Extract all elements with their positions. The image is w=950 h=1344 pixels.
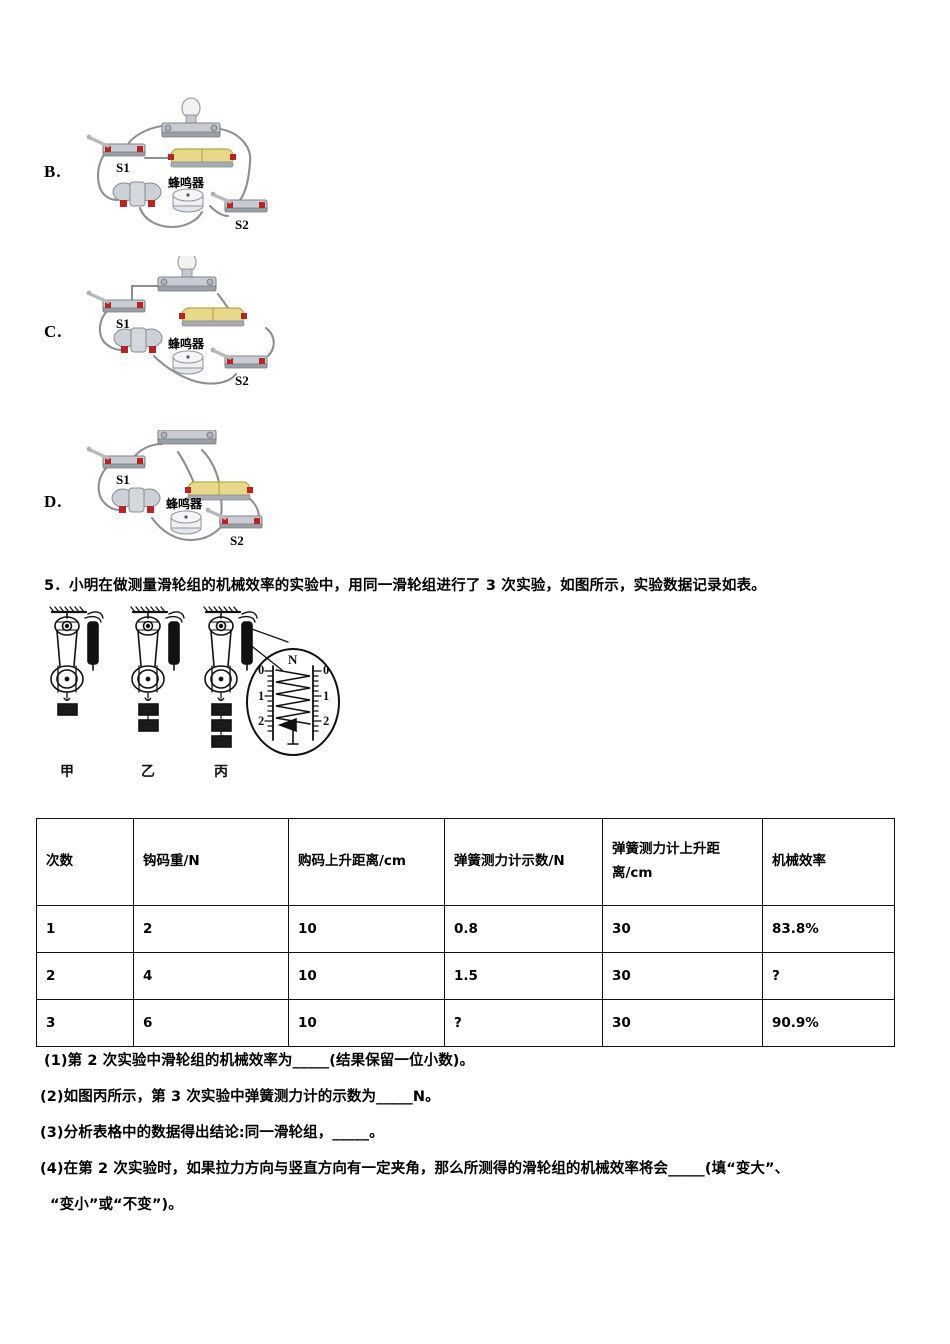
electric-bell-icon xyxy=(113,327,163,353)
sub-question-3: (3)分析表格中的数据得出结论:同一滑轮组，_____。 xyxy=(40,1125,384,1141)
buzzer-icon xyxy=(170,510,202,535)
pulley-setup-bing xyxy=(203,606,258,748)
experiment-data-table: 次数 钩码重/N 购码上升距离/cm 弹簧测力计示数/N 弹簧测力计上升距离/c… xyxy=(36,818,895,1047)
battery-icon xyxy=(179,307,247,327)
switch-s2-icon xyxy=(210,191,268,213)
electric-bell-icon xyxy=(111,487,161,513)
buzzer-icon xyxy=(172,188,204,213)
table-header-cell: 购码上升距离/cm xyxy=(288,818,445,906)
table-cell: 2 xyxy=(133,905,289,953)
gauge-tick-left-1: 1 xyxy=(258,689,264,703)
choice-label-d: D. xyxy=(44,492,63,511)
gauge-tick-right-0: 0 xyxy=(323,663,329,677)
table-cell: 2 xyxy=(36,952,134,1000)
table-header-cell: 机械效率 xyxy=(762,818,895,906)
sub-question-2: (2)如图丙所示，第 3 次实验中弹簧测力计的示数为_____N。 xyxy=(40,1089,440,1105)
pulley-experiment-figure: N 0 1 2 0 1 2 甲 乙 丙 xyxy=(40,604,350,794)
switch-s1-label: S1 xyxy=(116,316,130,331)
table-cell: 1 xyxy=(36,905,134,953)
table-cell: 10 xyxy=(288,905,445,953)
spring-scale-magnifier xyxy=(246,648,340,756)
table-header-cell: 次数 xyxy=(36,818,134,906)
table-cell: ? xyxy=(762,952,895,1000)
table-cell: 30 xyxy=(602,999,763,1047)
switch-s1-icon xyxy=(86,134,146,157)
pulley-setup-yi xyxy=(130,606,185,732)
question-5-stem: 5．小明在做测量滑轮组的机械效率的实验中，用同一滑轮组进行了 3 次实验，如图所… xyxy=(44,575,924,598)
table-cell: 30 xyxy=(602,952,763,1000)
switch-s2-label: S2 xyxy=(235,373,249,388)
lamp-icon xyxy=(161,97,221,138)
question-text: 小明在做测量滑轮组的机械效率的实验中，用同一滑轮组进行了 3 次实验，如图所示，… xyxy=(69,578,766,594)
circuit-diagram-d: S1 蜂鸣器 xyxy=(70,430,285,570)
circuit-svg-c: S1 蜂鸣器 xyxy=(86,256,275,388)
gauge-tick-right-1: 1 xyxy=(323,689,329,703)
pulley-figure-svg: N 0 1 2 0 1 2 甲 乙 丙 xyxy=(49,606,340,780)
electric-bell-icon xyxy=(112,181,162,207)
lamp-icon xyxy=(157,256,217,292)
switch-s1-icon xyxy=(86,290,146,313)
choice-label-c: C. xyxy=(44,322,63,341)
pulley-setup-jia xyxy=(49,606,104,716)
switch-s2-label: S2 xyxy=(230,533,244,548)
table-cell: 10 xyxy=(288,952,445,1000)
choice-label-b: B. xyxy=(44,162,62,181)
switch-s1-icon xyxy=(86,446,146,469)
battery-icon xyxy=(185,481,253,501)
gauge-tick-right-2: 2 xyxy=(323,714,329,728)
question-number: 5． xyxy=(44,578,69,594)
gauge-unit-label: N xyxy=(288,652,298,667)
sub-question-4-continued: “变小”或“不变”)。 xyxy=(50,1197,183,1213)
table-cell: 83.8% xyxy=(762,905,895,953)
switch-s1-label: S1 xyxy=(116,472,130,487)
buzzer-label: 蜂鸣器 xyxy=(168,175,205,190)
table-cell: 4 xyxy=(133,952,289,1000)
circuit-svg-b: S1 xyxy=(86,97,268,232)
table-row: 2 4 10 1.5 30 ? xyxy=(36,952,895,1000)
table-header-cell: 弹簧测力计上升距离/cm xyxy=(602,818,763,906)
table-cell: 90.9% xyxy=(762,999,895,1047)
switch-s2-icon xyxy=(210,347,268,369)
circuit-diagram-c: S1 蜂鸣器 xyxy=(70,256,285,396)
pulley-caption-bing: 丙 xyxy=(214,764,228,780)
buzzer-label: 蜂鸣器 xyxy=(166,496,203,511)
pulley-caption-jia: 甲 xyxy=(60,764,74,780)
table-header-cell: 钩码重/N xyxy=(133,818,289,906)
table-cell: 1.5 xyxy=(444,952,603,1000)
table-cell: 0.8 xyxy=(444,905,603,953)
pulley-caption-yi: 乙 xyxy=(141,764,155,780)
table-cell: ? xyxy=(444,999,603,1047)
switch-s1-label: S1 xyxy=(116,160,130,175)
table-cell: 6 xyxy=(133,999,289,1047)
table-cell: 10 xyxy=(288,999,445,1047)
table-header-cell: 弹簧测力计示数/N xyxy=(444,818,603,906)
circuit-diagram-b: S1 xyxy=(70,96,285,236)
table-cell: 30 xyxy=(602,905,763,953)
buzzer-label: 蜂鸣器 xyxy=(168,336,205,351)
table-cell: 3 xyxy=(36,999,134,1047)
battery-icon xyxy=(168,148,236,168)
buzzer-icon xyxy=(172,350,204,375)
sub-question-1: (1)第 2 次实验中滑轮组的机械效率为_____(结果保留一位小数)。 xyxy=(44,1053,475,1069)
table-header-row: 次数 钩码重/N 购码上升距离/cm 弹簧测力计示数/N 弹簧测力计上升距离/c… xyxy=(36,818,895,906)
table-row: 1 2 10 0.8 30 83.8% xyxy=(36,905,895,953)
gauge-tick-left-2: 2 xyxy=(258,714,264,728)
sub-question-4: (4)在第 2 次实验时，如果拉力方向与竖直方向有一定夹角，那么所测得的滑轮组的… xyxy=(40,1161,790,1177)
switch-s2-icon xyxy=(205,507,263,529)
circuit-svg-d: S1 蜂鸣器 xyxy=(86,430,263,548)
switch-s2-label: S2 xyxy=(235,217,249,232)
lamp-icon xyxy=(157,430,217,445)
table-row: 3 6 10 ? 30 90.9% xyxy=(36,999,895,1047)
gauge-tick-left-0: 0 xyxy=(258,663,264,677)
